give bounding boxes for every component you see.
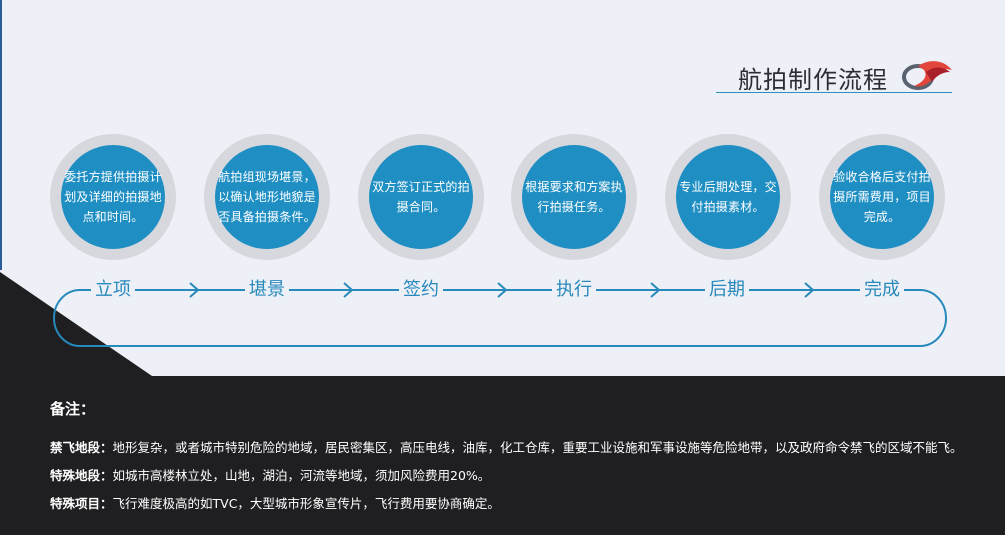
step-desc-1: 委托方提供拍摄计划及详细的拍摄地点和时间。 <box>64 170 162 224</box>
step-inner-6: 验收合格后支付拍摄所需费用，项目完成。 <box>830 145 934 249</box>
note-special-area: 特殊地段：如城市高楼林立处，山地，湖泊，河流等地域，须加风险费用20%。 <box>50 465 490 484</box>
step-circle-2: 航拍组现场堪景，以确认地形地貌是否具备拍摄条件。 <box>204 134 330 260</box>
note-special-project: 特殊项目：飞行难度极高的如TVC，大型城市形象宣传片，飞行费用要协商确定。 <box>50 493 500 512</box>
dark-corner-triangle <box>0 272 152 376</box>
step-label-3: 签约 <box>399 278 443 302</box>
page-title: 航拍制作流程 <box>738 66 888 94</box>
eagle-logo-icon <box>902 61 952 90</box>
step-circle-1: 委托方提供拍摄计划及详细的拍摄地点和时间。 <box>50 134 176 260</box>
step-desc-3: 双方签订正式的拍摄合同。 <box>372 180 470 214</box>
step-desc-2: 航拍组现场堪景，以确认地形地貌是否具备拍摄条件。 <box>218 170 316 224</box>
arrow-right-icon <box>497 282 508 298</box>
note-text: 飞行难度极高的如TVC，大型城市形象宣传片，飞行费用要协商确定。 <box>112 496 500 511</box>
notes-title: 备注： <box>50 400 96 418</box>
step-label-5: 后期 <box>705 278 749 302</box>
note-no-fly: 禁飞地段：地形复杂，或者城市特别危险的地域，居民密集区，高压电线，油库，化工仓库… <box>50 437 963 456</box>
flow-loop-path <box>53 289 947 347</box>
step-inner-2: 航拍组现场堪景，以确认地形地貌是否具备拍摄条件。 <box>215 145 319 249</box>
logo-wing-shade <box>926 67 950 82</box>
note-term: 特殊地段： <box>50 468 113 483</box>
step-desc-4: 根据要求和方案执行拍摄任务。 <box>525 180 623 214</box>
left-edge-accent <box>0 0 2 270</box>
step-label-4: 执行 <box>552 278 596 302</box>
arrow-right-icon <box>189 282 200 298</box>
step-inner-1: 委托方提供拍摄计划及详细的拍摄地点和时间。 <box>61 145 165 249</box>
note-text: 地形复杂，或者城市特别危险的地域，居民密集区，高压电线，油库，化工仓库，重要工业… <box>112 440 963 455</box>
step-label-6: 完成 <box>860 278 904 302</box>
step-inner-4: 根据要求和方案执行拍摄任务。 <box>522 145 626 249</box>
arrow-right-icon <box>650 282 661 298</box>
note-text: 如城市高楼林立处，山地，湖泊，河流等地域，须加风险费用20%。 <box>112 468 491 483</box>
step-circle-4: 根据要求和方案执行拍摄任务。 <box>511 134 637 260</box>
arrow-right-icon <box>804 282 815 298</box>
step-label-2: 堪景 <box>245 278 289 302</box>
step-circle-5: 专业后期处理，交付拍摄素材。 <box>665 134 791 260</box>
note-term: 特殊项目： <box>50 496 113 511</box>
step-inner-5: 专业后期处理，交付拍摄素材。 <box>676 145 780 249</box>
note-term: 禁飞地段： <box>50 440 113 455</box>
step-circle-6: 验收合格后支付拍摄所需费用，项目完成。 <box>819 134 945 260</box>
title-underline <box>716 92 952 93</box>
step-inner-3: 双方签订正式的拍摄合同。 <box>369 145 473 249</box>
arrow-right-icon <box>343 282 354 298</box>
step-circle-3: 双方签订正式的拍摄合同。 <box>358 134 484 260</box>
step-label-1: 立项 <box>91 278 135 302</box>
dark-notes-band <box>0 376 1005 535</box>
step-desc-5: 专业后期处理，交付拍摄素材。 <box>679 180 777 214</box>
step-desc-6: 验收合格后支付拍摄所需费用，项目完成。 <box>833 170 931 224</box>
